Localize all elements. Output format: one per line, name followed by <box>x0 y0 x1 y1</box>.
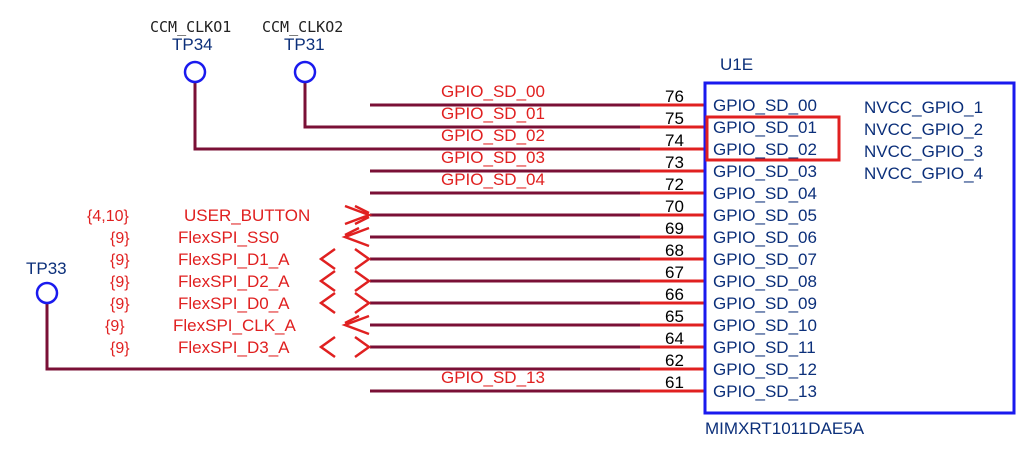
component-ref: U1E <box>720 55 753 74</box>
pin-name: GPIO_SD_13 <box>713 382 817 401</box>
pin-name: GPIO_SD_08 <box>713 272 817 291</box>
pin-number: 66 <box>665 285 684 304</box>
test-point-wire <box>193 80 640 151</box>
pin-name: GPIO_SD_05 <box>713 206 817 225</box>
pin-name: GPIO_SD_01 <box>713 118 817 137</box>
port-signal-ref: {9} <box>105 318 125 335</box>
test-point-pad[interactable] <box>35 281 59 305</box>
port-signal-ref: {9} <box>110 230 130 247</box>
port-signal-ref: {9} <box>110 296 130 313</box>
test-point-name: TP31 <box>284 35 325 54</box>
port-signal-name: FlexSPI_CLK_A <box>173 316 296 335</box>
right-pin-name: NVCC_GPIO_1 <box>864 98 983 117</box>
test-point-name: TP33 <box>26 259 67 278</box>
port-bi-icon <box>318 269 372 293</box>
port-signal-name: USER_BUTTON <box>184 206 310 225</box>
pin-name: GPIO_SD_11 <box>713 338 816 357</box>
port-bi-icon <box>318 335 372 359</box>
port-out-icon <box>341 314 370 336</box>
net-labels: GPIO_SD_00GPIO_SD_01GPIO_SD_02GPIO_SD_03… <box>441 82 545 387</box>
highlight-box <box>705 115 841 162</box>
pin-stubs <box>640 103 705 393</box>
test-point-name: TP34 <box>172 35 213 54</box>
pin-name: GPIO_SD_10 <box>713 316 817 335</box>
pin-number: 73 <box>665 153 684 172</box>
pin-name: GPIO_SD_00 <box>713 96 817 115</box>
right-pin-name: NVCC_GPIO_3 <box>864 142 983 161</box>
pin-number: 61 <box>665 373 684 392</box>
port-signal-name: FlexSPI_D1_A <box>178 250 290 269</box>
port-signal-name: FlexSPI_SS0 <box>178 228 279 247</box>
net-label: GPIO_SD_04 <box>441 170 545 189</box>
wires <box>45 80 640 393</box>
test-point-net: CCM_CLKO2 <box>262 18 343 36</box>
pin-name: GPIO_SD_04 <box>713 184 817 203</box>
pin-number: 62 <box>665 351 684 370</box>
test-point-wire <box>45 301 640 371</box>
pin-name: GPIO_SD_07 <box>713 250 817 269</box>
net-label: GPIO_SD_03 <box>441 148 545 167</box>
pin-number: 68 <box>665 241 684 260</box>
test-point-net: CCM_CLKO1 <box>150 18 231 36</box>
port-bi-icon <box>318 247 372 271</box>
pin-number: 74 <box>665 131 684 150</box>
pin-name: GPIO_SD_12 <box>713 360 817 379</box>
port-signal-name: FlexSPI_D3_A <box>178 338 290 357</box>
net-label: GPIO_SD_02 <box>441 126 545 145</box>
port-signal-ref: {9} <box>110 340 130 357</box>
port-out-icon <box>341 226 370 248</box>
port-bi-icon <box>318 291 372 315</box>
pin-number: 67 <box>665 263 684 282</box>
net-label: GPIO_SD_01 <box>441 104 545 123</box>
test-point-pad[interactable] <box>183 60 207 84</box>
net-label: GPIO_SD_13 <box>441 368 545 387</box>
pin-number: 76 <box>665 87 684 106</box>
pin-number: 72 <box>665 175 684 194</box>
component-part-number: MIMXRT1011DAE5A <box>705 419 865 438</box>
port-signal-name: FlexSPI_D0_A <box>178 294 290 313</box>
right-pin-name: NVCC_GPIO_4 <box>864 164 983 183</box>
right-pin-name: NVCC_GPIO_2 <box>864 120 983 139</box>
port-signal-name: FlexSPI_D2_A <box>178 272 290 291</box>
test-point-pad[interactable] <box>293 60 317 84</box>
pin-number: 70 <box>665 197 684 216</box>
pin-name: GPIO_SD_09 <box>713 294 817 313</box>
pin-number: 75 <box>665 109 684 128</box>
port-signal-ref: {4,10} <box>87 208 129 225</box>
port-signal-ref: {9} <box>110 274 130 291</box>
port-in-icon <box>344 204 373 226</box>
pin-number: 69 <box>665 219 684 238</box>
pin-name: GPIO_SD_06 <box>713 228 817 247</box>
port-signals: USER_BUTTON {4,10} FlexSPI_SS0 {9} FlexSPI_D… <box>87 204 373 359</box>
component-body[interactable] <box>703 81 1016 415</box>
net-label: GPIO_SD_00 <box>441 82 545 101</box>
pin-name: GPIO_SD_03 <box>713 162 817 181</box>
pin-number: 65 <box>665 307 684 326</box>
port-signal-ref: {9} <box>110 252 130 269</box>
test-point-wire <box>303 80 640 129</box>
pin-number: 64 <box>665 329 684 348</box>
pin-name: GPIO_SD_02 <box>713 140 817 159</box>
